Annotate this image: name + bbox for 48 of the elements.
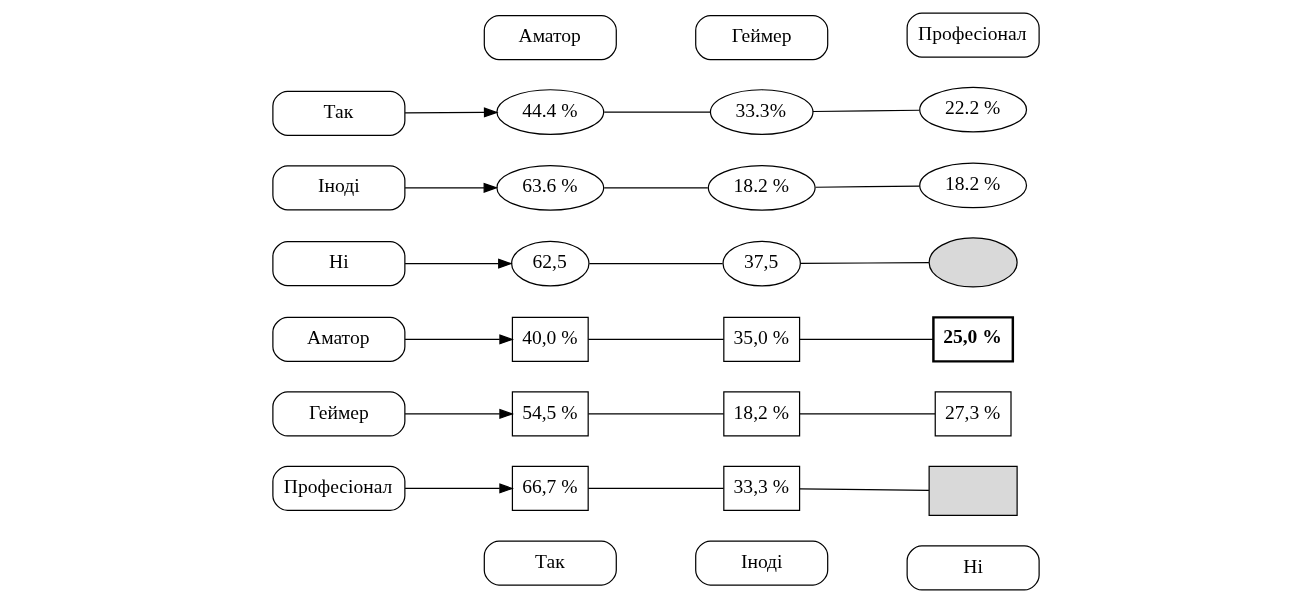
node-box: Геймер <box>695 14 829 61</box>
node-box: Аматор <box>483 14 617 61</box>
connector <box>812 109 920 113</box>
node-box: 54,5 % <box>511 391 589 437</box>
connector <box>587 487 725 490</box>
node-box: Іноді <box>695 540 829 586</box>
node-box <box>928 465 1018 516</box>
connector <box>603 111 712 113</box>
node-box: 18,2 % <box>723 391 801 437</box>
node-box: 25,0 % <box>932 316 1015 363</box>
node-ellipse <box>928 237 1018 288</box>
node-box: Аматор <box>272 316 406 362</box>
connector <box>588 263 724 265</box>
arrow <box>404 483 514 494</box>
node-box: 33,3 % <box>723 465 801 512</box>
node-box: Так <box>272 90 406 136</box>
arrow <box>404 107 499 118</box>
arrow <box>404 408 514 420</box>
connector <box>587 338 725 340</box>
node-ellipse: 44.4 % <box>496 89 605 135</box>
connector <box>603 187 709 189</box>
node-box: Ні <box>906 545 1040 591</box>
node-box: 35,0 % <box>723 316 801 362</box>
node-box: Геймер <box>272 391 406 437</box>
node-ellipse: 37,5 <box>722 240 801 287</box>
node-ellipse: 62,5 <box>511 240 590 287</box>
connector <box>587 413 725 415</box>
node-box: 40,0 % <box>511 316 589 362</box>
arrow <box>404 334 514 345</box>
node-box: 66,7 % <box>511 465 589 512</box>
node-ellipse: 63.6 % <box>496 164 605 211</box>
connector <box>799 488 930 492</box>
node-ellipse: 18.2 % <box>707 164 816 211</box>
node-box: Ні <box>272 241 406 287</box>
node-ellipse: 18.2 % <box>919 162 1028 209</box>
node-box: 27,3 % <box>934 391 1012 437</box>
node-box: Професіонал <box>272 465 406 512</box>
node-ellipse: 22.2 % <box>919 86 1028 133</box>
node-ellipse: 33.3% <box>709 89 814 135</box>
node-box: Іноді <box>272 165 406 211</box>
connector <box>799 338 934 340</box>
node-box: Професіонал <box>906 12 1040 58</box>
connector <box>815 185 921 188</box>
connector <box>799 413 936 415</box>
node-box: Так <box>483 540 617 586</box>
connector <box>800 262 930 264</box>
arrow <box>404 258 513 269</box>
arrow <box>404 182 499 193</box>
